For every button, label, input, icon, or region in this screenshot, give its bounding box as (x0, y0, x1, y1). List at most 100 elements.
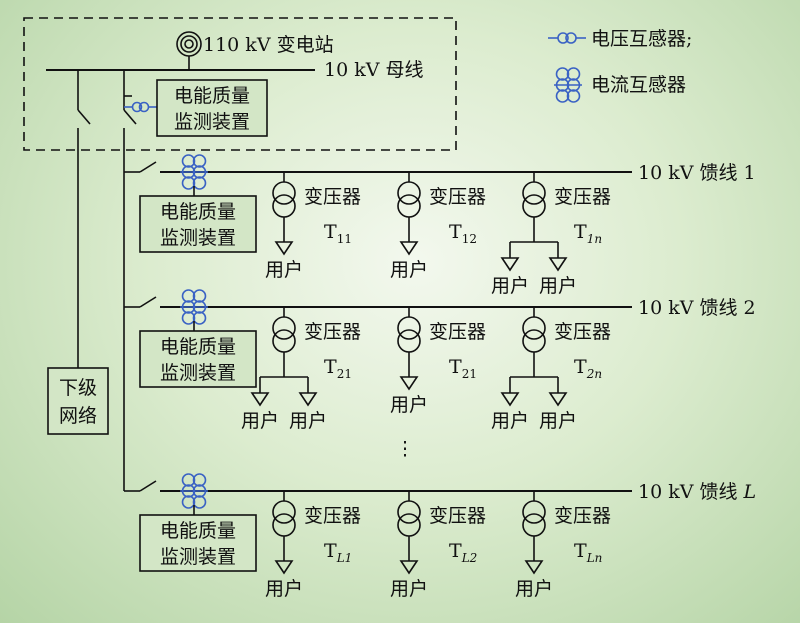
transformer-word: 变压器 (304, 505, 361, 527)
user-arrow (274, 241, 294, 256)
legend-ct-icon (554, 67, 582, 103)
transformer-symbol: T (449, 221, 462, 243)
transformer-winding-1 (272, 316, 296, 340)
user-label: 用户 (539, 410, 577, 432)
user-label: 用户 (491, 275, 529, 297)
transformer-name: TL2 (449, 540, 477, 565)
transformer-winding-2 (397, 194, 421, 218)
feeder-3: 10 kV 馈线 L电能质量监测装置变压器TL1用户变压器TL2用户变压器TLn… (124, 473, 756, 600)
lower-network-line1: 下级 (59, 377, 97, 399)
transformer-subscript: 2n (586, 367, 602, 381)
transformer-symbol: T (449, 540, 462, 562)
user-arrow (500, 257, 520, 272)
transformer: 变压器 T1n 用户用户 (491, 172, 611, 297)
user-label: 用户 (390, 259, 428, 281)
transformer-word: 变压器 (554, 186, 611, 208)
transformer-winding-1 (522, 181, 546, 205)
transformer-symbol: T (324, 221, 337, 243)
transformer-name: T21 (449, 356, 477, 381)
feeder-label-index: L (743, 481, 757, 503)
transformer-winding-1 (522, 316, 546, 340)
feeder-monitor-box (139, 514, 257, 572)
feeder-label-main: 10 kV 馈线 (638, 481, 744, 503)
substation-vt-icon (124, 101, 157, 113)
transformer-word: 变压器 (304, 321, 361, 343)
feeder-label-main: 10 kV 馈线 (638, 297, 744, 319)
feeder-label: 10 kV 馈线 1 (638, 162, 756, 184)
transformer-winding-1 (397, 181, 421, 205)
transformer-word: 变压器 (304, 186, 361, 208)
feeder-ct-icon (180, 154, 208, 190)
transformer-symbol: T (574, 221, 587, 243)
user-arrow (548, 392, 568, 407)
user-arrow (500, 392, 520, 407)
feeder-monitor-line1: 电能质量 (160, 336, 236, 358)
main-riser (123, 70, 137, 491)
feeder-monitor-box (139, 195, 257, 253)
transformer-symbol: T (449, 356, 462, 378)
feeder-label: 10 kV 馈线 2 (638, 297, 756, 319)
user-arrow (524, 560, 544, 575)
transformer: 变压器 T11 用户 (265, 172, 361, 281)
transformer-name: T12 (449, 221, 477, 246)
transformer: 变压器T21用户用户 (241, 307, 361, 432)
feeder-label: 10 kV 馈线 L (638, 481, 756, 503)
transformer-subscript: Ln (586, 551, 603, 565)
substation-symbol (176, 31, 202, 70)
transformer-name: TL1 (324, 540, 352, 565)
transformer-winding-2 (272, 329, 296, 353)
transformer-symbol: T (324, 540, 337, 562)
user-label: 用户 (289, 410, 327, 432)
substation-title: 110 kV 变电站 (203, 34, 334, 56)
user-label: 用户 (390, 394, 428, 416)
transformer-winding-2 (397, 329, 421, 353)
transformer-name: T1n (574, 221, 602, 246)
transformer-winding-1 (272, 181, 296, 205)
legend-vt-icon (548, 32, 586, 44)
feeder-switch (139, 296, 157, 308)
transformer-subscript: L1 (336, 551, 353, 565)
feeder-monitor-line2: 监测装置 (160, 546, 236, 568)
transformer-symbol: T (574, 356, 587, 378)
feeders: 10 kV 馈线 1电能质量监测装置变压器T11用户变压器T12用户变压器T1n… (124, 154, 756, 600)
legend-ct-rings (554, 67, 582, 103)
user-arrow (274, 560, 294, 575)
feeder-ct-icon (180, 473, 208, 509)
transformer-word: 变压器 (429, 186, 486, 208)
user-arrow (399, 560, 419, 575)
transformer-name: T11 (324, 221, 352, 246)
user-label: 用户 (241, 410, 279, 432)
feeder-ellipsis: ⋮ (396, 438, 415, 460)
feeder-label-index: 2 (744, 297, 756, 319)
transformer-subscript: 21 (462, 367, 477, 381)
user-label: 用户 (390, 578, 428, 600)
legend-ct-label: 电流互感器 (591, 74, 686, 96)
transformer-symbol: T (574, 540, 587, 562)
user-arrow (250, 392, 270, 407)
feeder-label-index: 1 (744, 162, 756, 184)
transformer-winding-1 (397, 500, 421, 524)
busbar-label: 10 kV 母线 (324, 59, 424, 81)
feeder-monitor-box (139, 330, 257, 388)
transformer: 变压器 T21 用户 (390, 307, 486, 416)
lower-network-branch (77, 70, 91, 368)
feeder-1: 10 kV 馈线 1电能质量监测装置变压器T11用户变压器T12用户变压器T1n… (124, 154, 756, 297)
feeder-switch (139, 480, 157, 492)
feeder-monitor-line2: 监测装置 (160, 227, 236, 249)
substation-monitor-line2: 监测装置 (174, 111, 250, 133)
user-label: 用户 (539, 275, 577, 297)
lower-network-line2: 网络 (59, 405, 97, 427)
feeder-switch (139, 161, 157, 173)
transformer-subscript: 21 (337, 367, 352, 381)
feeder-monitor-line2: 监测装置 (160, 362, 236, 384)
user-label: 用户 (265, 259, 303, 281)
transformer-word: 变压器 (554, 505, 611, 527)
transformer-word: 变压器 (554, 321, 611, 343)
transformer-winding-1 (272, 500, 296, 524)
user-arrow (298, 392, 318, 407)
feeder-2: 10 kV 馈线 2电能质量监测装置变压器T21用户用户变压器T21用户变压器T… (124, 289, 756, 432)
transformer-winding-2 (272, 194, 296, 218)
transformer-word: 变压器 (429, 321, 486, 343)
